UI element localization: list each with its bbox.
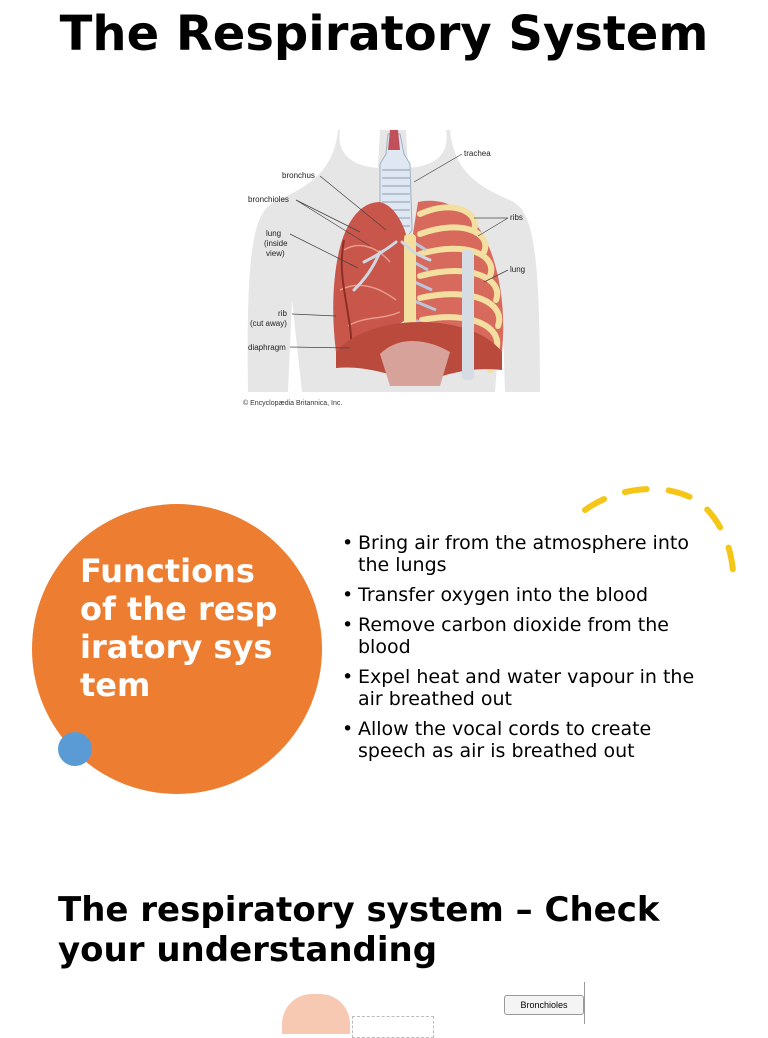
label-diaphragm: diaphragm [248, 343, 286, 352]
label-lung: lung [510, 265, 525, 274]
drag-label-bronchioles[interactable]: Bronchioles [504, 995, 584, 1015]
circle-title: Functions of the respiratory system [80, 552, 280, 704]
slide-title: The respiratory system – Check your unde… [58, 890, 738, 970]
label-lung-inside: lung [266, 229, 281, 238]
label-rib-cut-away: (cut away) [250, 319, 287, 328]
label-rib: rib [278, 309, 287, 318]
label-bronchus: bronchus [282, 171, 315, 180]
list-item: Allow the vocal cords to create speech a… [340, 718, 700, 762]
list-item: Expel heat and water vapour in the air b… [340, 666, 700, 710]
list-item: Bring air from the atmosphere into the l… [340, 532, 700, 576]
slide-functions: Functions of the respiratory system Brin… [0, 440, 768, 850]
label-trachea: trachea [464, 149, 491, 158]
hand-shape [282, 994, 350, 1034]
drop-target-box[interactable] [352, 1016, 434, 1038]
divider [584, 982, 585, 1024]
respiratory-diagram: trachea bronchus bronchioles ribs lung (… [240, 130, 545, 392]
slide-title: The Respiratory System [0, 8, 768, 60]
label-bronchioles: bronchioles [248, 195, 289, 204]
slide-respiratory-system: The Respiratory System [0, 0, 768, 430]
label-ribs: ribs [510, 213, 523, 222]
label-lung-inside-3: view) [266, 249, 285, 258]
function-list: Bring air from the atmosphere into the l… [340, 532, 700, 770]
blue-dot [58, 732, 92, 766]
list-item: Remove carbon dioxide from the blood [340, 614, 700, 658]
label-lung-inside-2: (inside [264, 239, 288, 248]
image-credit: © Encyclopædia Britannica, Inc. [243, 400, 342, 407]
slide-check-understanding: The respiratory system – Check your unde… [0, 860, 768, 1024]
list-item: Transfer oxygen into the blood [340, 584, 700, 606]
